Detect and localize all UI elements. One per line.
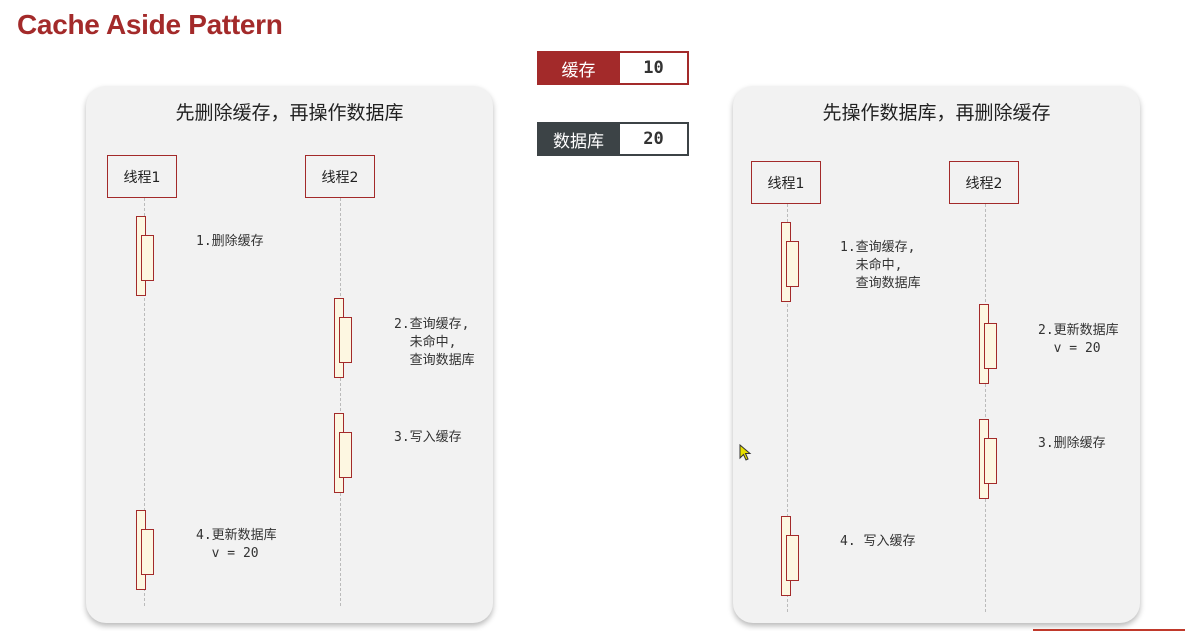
right-step-4-label: 4. 写入缓存 (840, 534, 916, 549)
left-thread1-lifeline (144, 198, 145, 606)
right-thread1-box: 线程1 (751, 161, 821, 204)
left-step-1-label: 1.删除缓存 (196, 234, 264, 249)
left-sequence-panel: 先删除缓存，再操作数据库 线程1 线程2 1.删除缓存 2.查询缓存, 未命中,… (86, 86, 493, 623)
right-step-3-label: 3.删除缓存 (1038, 436, 1106, 451)
right-thread2-box: 线程2 (949, 161, 1019, 204)
left-step-2-label: 2.查询缓存, 未命中, 查询数据库 (394, 317, 475, 368)
mouse-cursor-icon (739, 444, 752, 461)
left-step-3-label: 3.写入缓存 (394, 430, 462, 445)
db-value: 20 (620, 124, 687, 154)
left-thread2-lifeline (340, 198, 341, 606)
left-panel-title: 先删除缓存，再操作数据库 (175, 102, 404, 124)
right-step-2-label: 2.更新数据库 v = 20 (1038, 323, 1119, 356)
right-thread2-lifeline (985, 204, 986, 612)
right-panel-title: 先操作数据库，再删除缓存 (822, 102, 1051, 124)
db-label: 数据库 (553, 131, 604, 152)
right-step-1-label: 1.查询缓存, 未命中, 查询数据库 (840, 240, 921, 291)
cache-value: 10 (620, 53, 687, 83)
right-thread1-lifeline (787, 204, 788, 612)
left-thread2-box: 线程2 (305, 155, 375, 198)
page-title: Cache Aside Pattern (17, 9, 283, 40)
left-step-4-label: 4.更新数据库 v = 20 (196, 528, 277, 561)
right-sequence-panel: 先操作数据库，再删除缓存 线程1 线程2 1.查询缓存, 未命中, 查询数据库 … (733, 86, 1140, 623)
progress-underline (1033, 629, 1185, 631)
cache-label: 缓存 (561, 60, 596, 81)
cache-value-box: 缓存 10 (537, 51, 689, 85)
left-thread1-box: 线程1 (107, 155, 177, 198)
db-value-box: 数据库 20 (537, 122, 689, 156)
